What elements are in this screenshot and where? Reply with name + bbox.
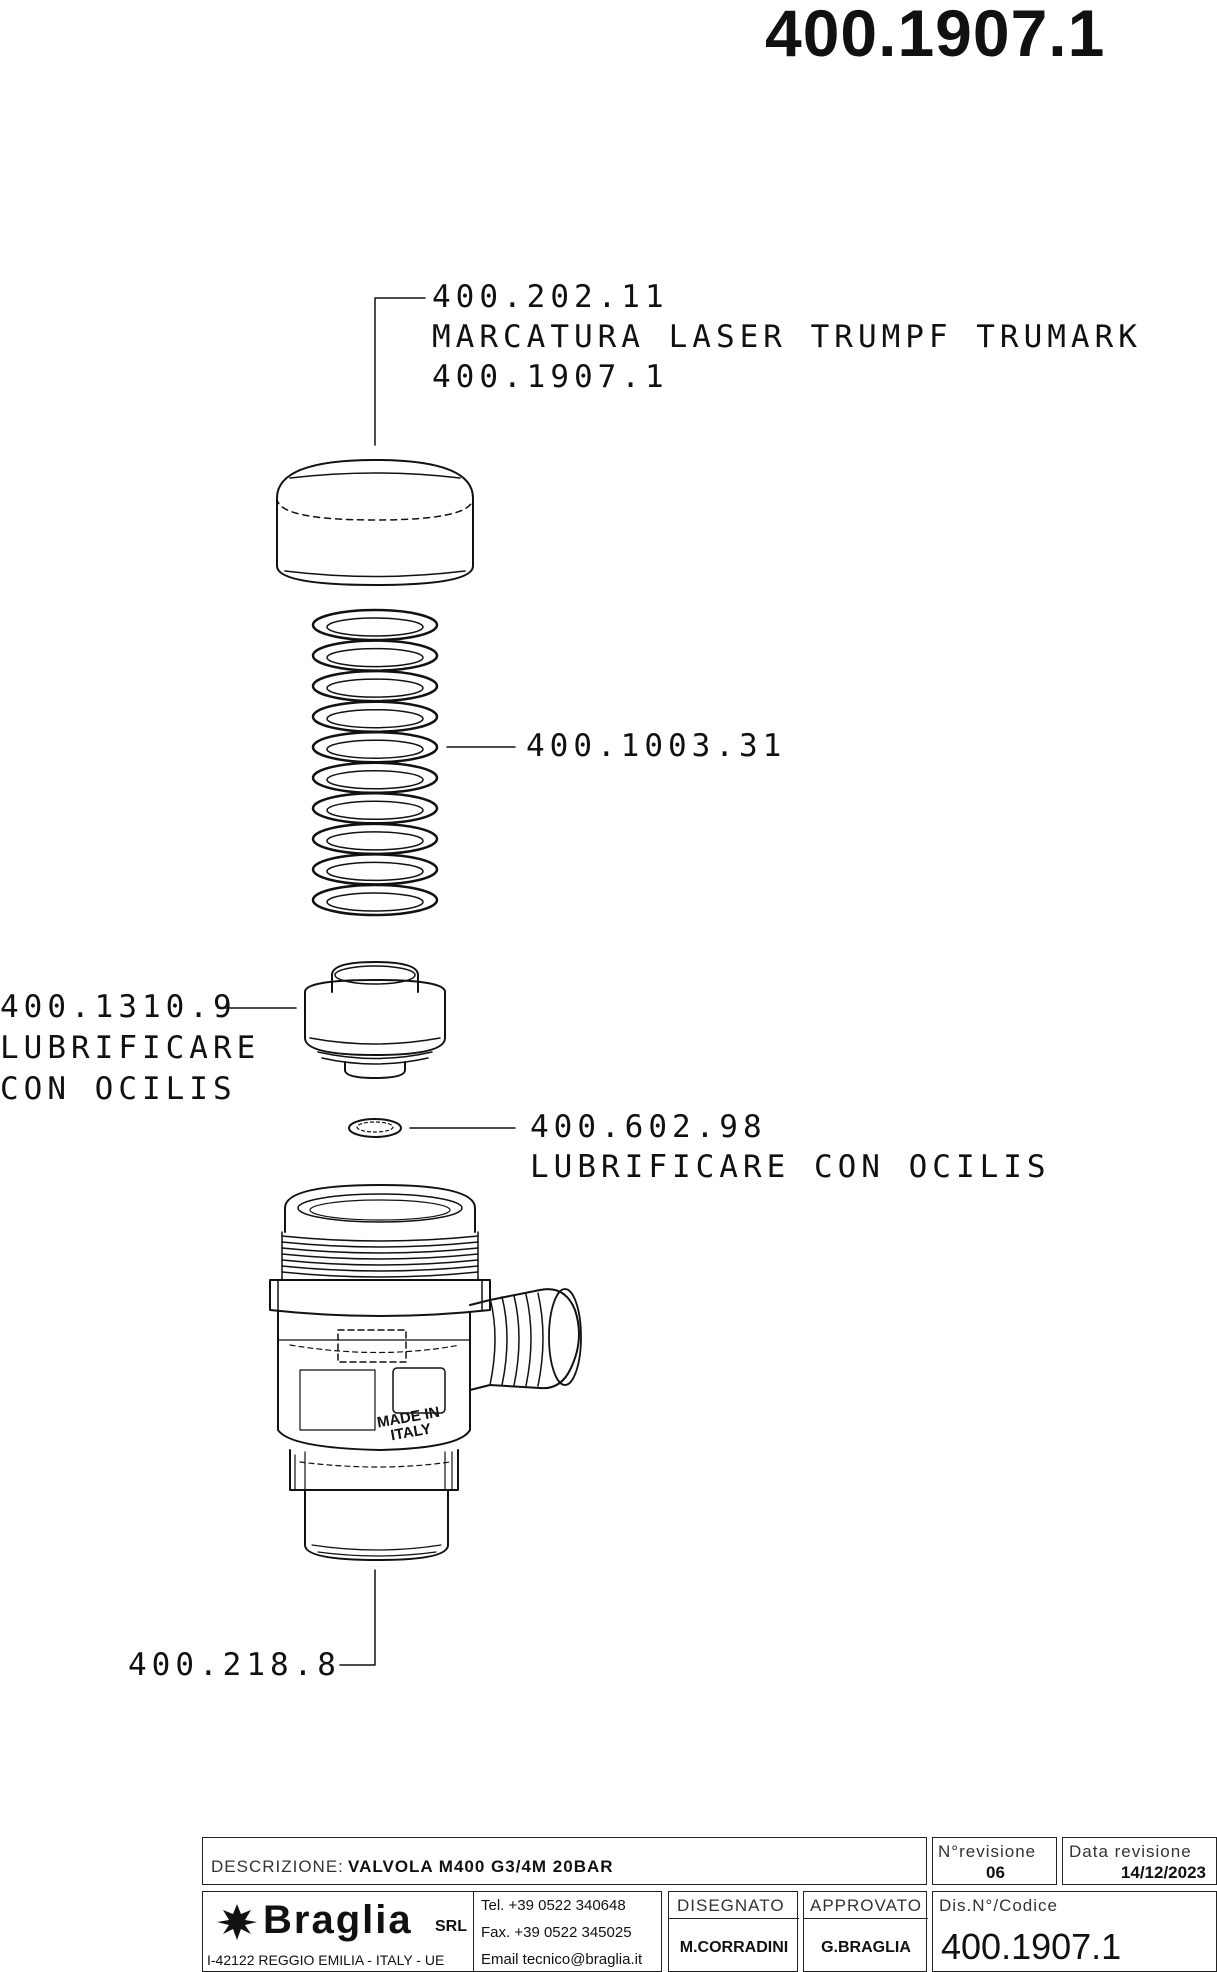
revision-date-cell: Data revisione 14/12/2023	[1062, 1837, 1217, 1885]
company-suffix: SRL	[435, 1918, 467, 1935]
description-value: VALVOLA M400 G3/4M 20BAR	[348, 1857, 614, 1876]
description-cell: DESCRIZIONE: VALVOLA M400 G3/4M 20BAR	[202, 1837, 927, 1885]
barb-ridge	[489, 1297, 496, 1386]
code-value: 400.1907.1	[941, 1926, 1122, 1967]
piston-part	[304, 961, 446, 1079]
thread-line	[281, 1253, 479, 1260]
spring-part	[311, 608, 439, 917]
spring-coil-inner	[326, 678, 424, 698]
company-cell: Braglia SRL I-42122 REGGIO EMILIA - ITAL…	[202, 1891, 662, 1972]
thread-line	[281, 1235, 479, 1242]
oring-code-label: 400.602.98	[530, 1109, 767, 1145]
barb-ridge	[513, 1294, 520, 1387]
spring-coil	[311, 883, 439, 917]
piston-note-line1: LUBRIFICARE	[0, 1030, 261, 1066]
spring-coil-inner	[326, 831, 424, 851]
thread-line	[281, 1265, 479, 1272]
barb-ridge	[537, 1292, 544, 1387]
piston-note-line2: CON OCILIS	[0, 1071, 237, 1107]
company-email: Email tecnico@braglia.it	[481, 1951, 643, 1968]
braglia-logo-icon	[217, 1904, 257, 1940]
code-label: Dis.N°/Codice	[939, 1896, 1058, 1915]
cap-note-label: MARCATURA LASER TRUMPF TRUMARK	[432, 319, 1142, 355]
oring-part	[348, 1118, 402, 1138]
approved-label: APPROVATO	[810, 1896, 922, 1915]
oring-note-label: LUBRIFICARE CON OCILIS	[530, 1149, 1051, 1185]
approved-value: G.BRAGLIA	[821, 1939, 911, 1956]
drawing-code-title: 400.1907.1	[765, 0, 1106, 70]
drawn-value: M.CORRADINI	[679, 1939, 789, 1956]
thread-line	[281, 1241, 479, 1248]
spring-coil-inner	[326, 647, 424, 668]
cap-code-label: 400.202.11	[432, 279, 669, 315]
company-address: I-42122 REGGIO EMILIA - ITALY - UE	[207, 1952, 445, 1968]
revision-date-value: 14/12/2023	[1120, 1863, 1206, 1882]
spring-coil-inner	[326, 708, 424, 729]
thread-line	[281, 1271, 479, 1278]
spring-coil-inner	[326, 861, 424, 882]
body-code-label: 400.218.8	[128, 1647, 341, 1683]
spring-coil-inner	[326, 800, 424, 821]
spring-coil-inner	[326, 892, 424, 912]
approved-by-cell: APPROVATO G.BRAGLIA	[803, 1891, 928, 1972]
revision-cell: N°revisione 06	[932, 1837, 1057, 1885]
drawn-label: DISEGNATO	[677, 1896, 785, 1915]
cap-mark-label: 400.1907.1	[432, 359, 669, 395]
cap-leader	[374, 297, 426, 446]
valve-body-leader	[339, 1569, 376, 1666]
revision-label: N°revisione	[938, 1842, 1037, 1861]
barb-ridge	[501, 1296, 508, 1386]
company-name: Braglia	[263, 1898, 413, 1942]
revision-date-label: Data revisione	[1069, 1842, 1192, 1861]
drawn-by-cell: DISEGNATO M.CORRADINI	[668, 1891, 799, 1972]
cap-part	[276, 459, 474, 586]
spring-coil-inner	[326, 770, 424, 790]
description-label: DESCRIZIONE:	[211, 1857, 344, 1876]
valve-body-part	[269, 1184, 582, 1561]
drawing-code-cell: Dis.N°/Codice 400.1907.1	[932, 1891, 1217, 1972]
piston-code-label: 400.1310.9	[0, 989, 237, 1025]
thread-edge	[281, 1231, 479, 1281]
company-fax: Fax. +39 0522 345025	[481, 1924, 632, 1941]
company-tel: Tel. +39 0522 340648	[481, 1897, 626, 1914]
spring-coil-inner	[326, 617, 424, 637]
spring-code-label: 400.1003.31	[526, 728, 787, 764]
thread-line	[281, 1259, 479, 1266]
thread-line	[281, 1247, 479, 1254]
spring-coil-inner	[326, 739, 424, 759]
revision-value: 06	[986, 1863, 1005, 1882]
barb-ridge	[525, 1293, 532, 1387]
